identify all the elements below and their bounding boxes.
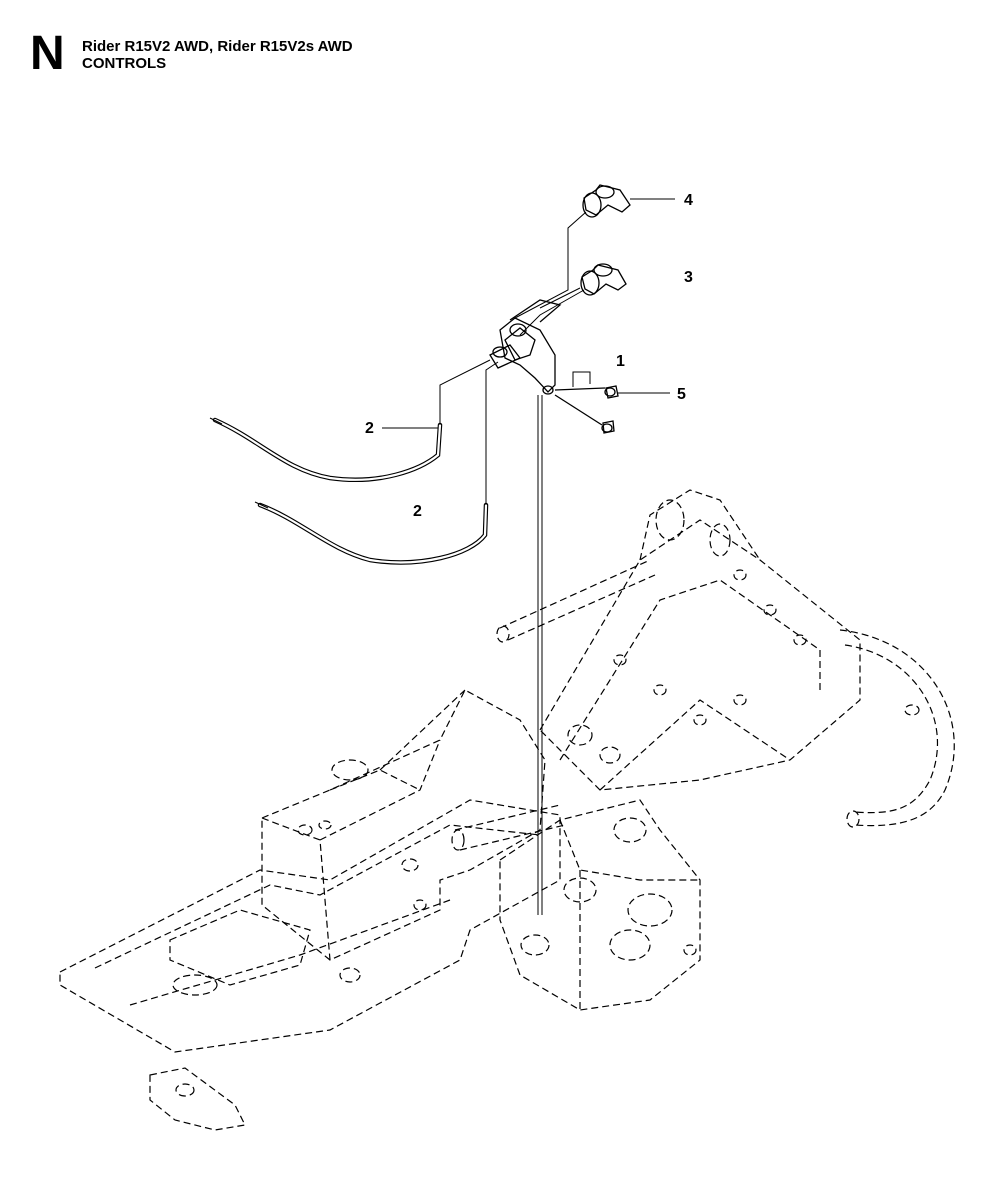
control-knob-upper: [582, 184, 631, 218]
cable-upper: [209, 359, 491, 483]
callout-2-upper: 2: [365, 420, 374, 437]
control-knob-lower: [580, 263, 627, 296]
callout-1: 1: [616, 353, 625, 370]
callout-5: 5: [677, 386, 686, 403]
callout-2-lower: 2: [413, 503, 422, 520]
model-title: Rider R15V2 AWD, Rider R15V2s AWD: [82, 38, 353, 55]
screw-upper: [554, 385, 619, 399]
callout-3: 3: [684, 269, 693, 286]
chassis-frame: [59, 489, 955, 1131]
title-block: Rider R15V2 AWD, Rider R15V2s AWD CONTRO…: [82, 38, 353, 72]
group-title: CONTROLS: [82, 55, 167, 72]
control-rod: [537, 395, 543, 915]
cable-lower: [254, 361, 499, 565]
callout-4: 4: [684, 192, 693, 209]
control-bracket: [489, 299, 562, 395]
section-letter: N: [30, 27, 65, 80]
screw-lower: [554, 394, 615, 434]
